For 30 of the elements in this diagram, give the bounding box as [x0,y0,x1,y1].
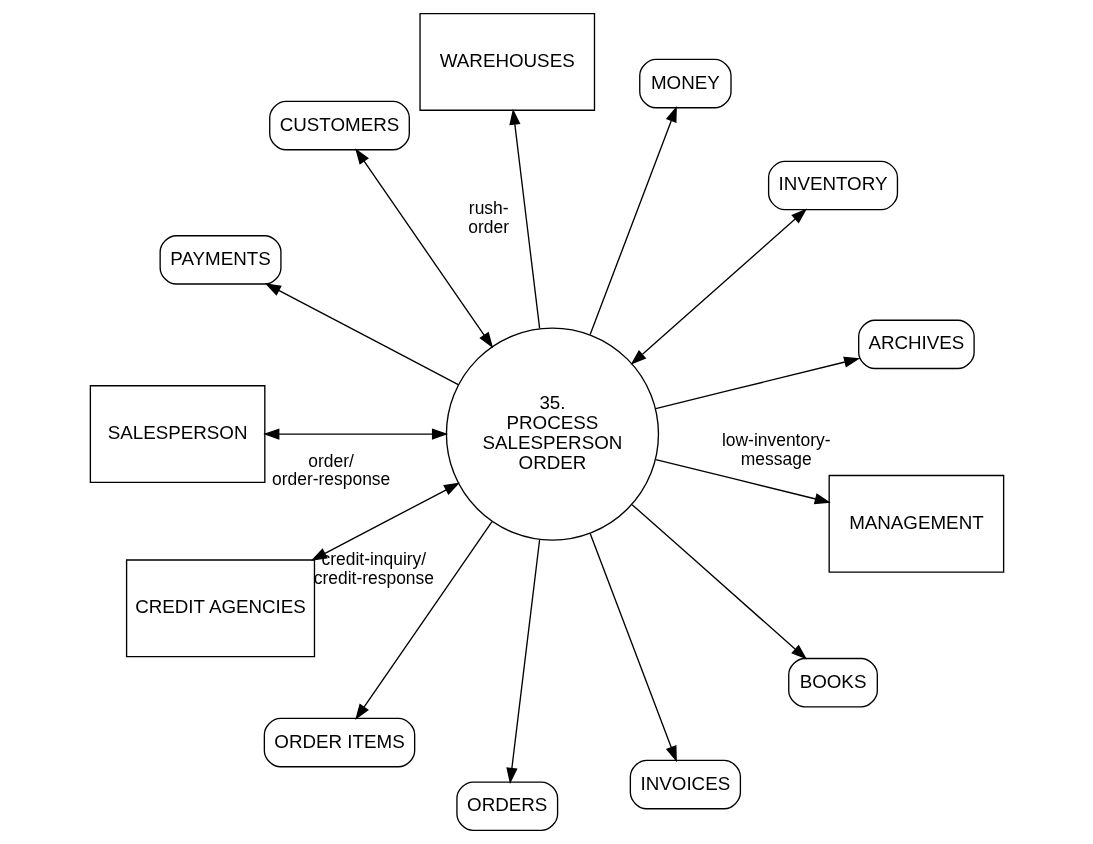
arrow [630,208,807,365]
arrow [654,356,860,410]
arrow [630,503,807,660]
node-box: ARCHIVES [857,319,975,370]
node-circle: 35. PROCESS SALESPERSON ORDER [445,327,659,541]
arrow [589,105,677,336]
node-box: MONEY [638,58,732,109]
edge-label: low-inventory- message [721,429,830,469]
arrow [654,458,831,505]
node-box: CUSTOMERS [268,100,410,151]
node-box: CREDIT AGENCIES [125,559,315,658]
arrow [505,539,540,784]
node-box: ORDER ITEMS [263,717,415,768]
arrow [508,108,540,330]
node-box: MANAGEMENT [828,474,1004,573]
edge-label: order/ order-response [271,450,390,490]
arrow [354,521,493,720]
node-box: SALESPERSON [89,385,265,484]
edge-label: rush- order [467,198,509,237]
node-box: PAYMENTS [159,235,282,285]
node-box: INVENTORY [767,160,898,211]
arrow [354,148,493,349]
arrow [589,532,677,763]
node-box: BOOKS [787,657,878,708]
arrow [264,283,459,386]
edge-label: credit-inquiry/ credit-response [313,549,434,588]
node-box: ORDERS [455,781,558,832]
node-box: WAREHOUSES [418,12,595,111]
arrow [262,428,448,440]
node-box: INVOICES [629,759,741,810]
